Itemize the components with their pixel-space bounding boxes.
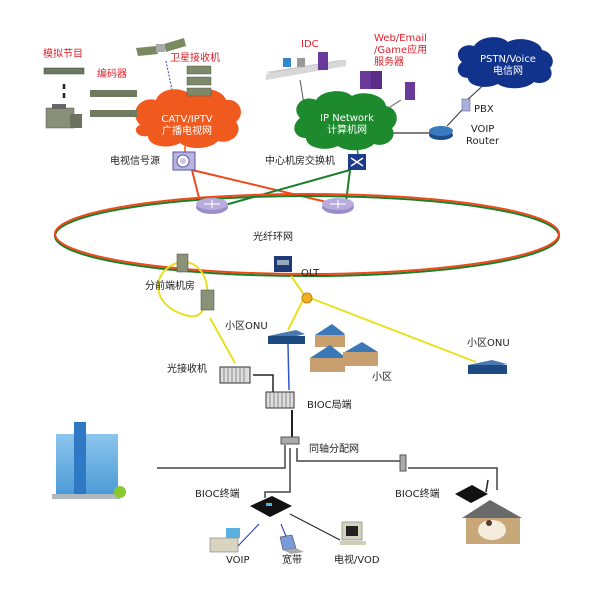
pstn-cloud xyxy=(457,37,553,89)
red-link xyxy=(191,169,201,203)
voip-router-icon xyxy=(429,126,453,140)
label-community-onu-right: 小区ONU xyxy=(467,338,510,349)
coax-tap-icon xyxy=(399,454,407,472)
label-tv-vod: 电视/VOD xyxy=(334,555,380,566)
pstn-cloud-label: PSTN/Voice 电信网 xyxy=(476,54,540,78)
label-broadband: 宽带 xyxy=(282,555,302,566)
label-olt: OLT xyxy=(301,268,320,279)
label-app-servers-line1: Web/Email xyxy=(374,33,427,44)
label-coax-network: 同轴分配网 xyxy=(309,444,359,455)
community-houses-icon xyxy=(310,324,378,372)
voip-phone-icon xyxy=(209,528,240,553)
label-bioc-terminal-right: BIOC终端 xyxy=(395,489,440,500)
laptop-icon xyxy=(279,534,304,554)
pstn-cloud-line1: PSTN/Voice xyxy=(480,54,536,65)
video-camera-icon xyxy=(45,104,82,129)
label-idc: IDC xyxy=(301,39,319,50)
tv-signal-source-icon xyxy=(172,151,196,171)
community-onu-left-icon xyxy=(268,330,305,344)
green-link xyxy=(224,169,351,206)
fiber-ring-green xyxy=(54,195,560,277)
terminal-voip-link xyxy=(237,523,260,547)
label-community: 小区 xyxy=(372,372,392,383)
label-app-servers-line3: 服务器 xyxy=(374,57,404,68)
sub-headend-server-icon xyxy=(176,253,189,273)
satellite-signal-link xyxy=(165,60,173,91)
central-switch-icon xyxy=(348,154,366,170)
label-app-servers-line2: /Game应用 xyxy=(374,45,428,56)
splitter-onu-right-link xyxy=(304,295,477,363)
onu-bioc-link xyxy=(287,343,290,391)
red-link xyxy=(191,169,336,205)
bioc-terminal-left-icon xyxy=(250,496,292,517)
label-encoder: 编码器 xyxy=(97,69,127,80)
ip-cloud-line2: 计算机网 xyxy=(327,125,367,136)
label-tv-signal-source: 电视信号源 xyxy=(110,156,160,167)
optical-receiver-icon xyxy=(219,366,251,384)
label-voip: VOIP xyxy=(226,555,250,566)
label-pbx: PBX xyxy=(474,104,494,115)
coax-right-link xyxy=(296,448,402,462)
ip-cloud-label: IP Network 计算机网 xyxy=(315,113,379,137)
label-bioc-terminal-left: BIOC终端 xyxy=(195,489,240,500)
coax-terminal-link xyxy=(264,448,291,498)
label-analog-program: 模拟节目 xyxy=(43,49,83,60)
label-optical-receiver: 光接收机 xyxy=(167,364,207,375)
terminal-tv-link xyxy=(289,513,341,541)
fiber-to-optical-receiver xyxy=(209,317,236,364)
office-building-icon xyxy=(52,422,126,499)
label-fiber-ring: 光纤环网 xyxy=(253,232,293,243)
coax-splitter-icon xyxy=(280,436,300,445)
optical-splitter-icon xyxy=(301,292,313,304)
label-bioc-headend: BIOC局端 xyxy=(307,400,352,411)
coax-building-link xyxy=(157,445,286,469)
idc-icon xyxy=(266,52,348,80)
label-satellite-receiver: 卫星接收机 xyxy=(170,53,220,64)
ring-router-right-icon xyxy=(322,198,354,214)
label-voip-router: VOIP Router xyxy=(466,124,499,148)
sub-headend-server-icon xyxy=(200,289,215,311)
label-sub-headend: 分前端机房 xyxy=(145,281,195,292)
label-app-servers: Web/Email /Game应用 服务器 xyxy=(374,33,427,69)
tv-monitor-icon xyxy=(340,521,366,545)
ring-router-left-icon xyxy=(196,198,228,214)
satellite-icon xyxy=(136,38,186,56)
label-voip-router-line2: Router xyxy=(466,136,500,147)
pstn-cloud-line2: 电信网 xyxy=(493,66,523,77)
bioc-terminal-right-icon xyxy=(455,479,489,503)
coax-house-link xyxy=(408,467,498,490)
satellite-receiver-icon xyxy=(186,65,212,97)
catv-cloud-line2: 广播电视网 xyxy=(162,126,212,137)
community-onu-right-icon xyxy=(468,360,507,374)
olt-splitter-link xyxy=(290,275,306,297)
ip-network-cloud xyxy=(294,91,397,151)
ip-cloud-line1: IP Network xyxy=(320,113,374,124)
label-central-switch: 中心机房交换机 xyxy=(265,156,335,167)
bioc-headend-icon xyxy=(265,391,295,409)
olt-icon xyxy=(274,256,292,272)
receiver-bioc-link xyxy=(253,374,274,392)
home-user-icon xyxy=(462,500,522,544)
encoder-icon xyxy=(90,90,137,117)
analog-program-device-icon xyxy=(43,67,85,75)
server-link xyxy=(389,99,402,108)
label-community-onu-left: 小区ONU xyxy=(225,321,268,332)
router-pbx-link xyxy=(446,109,463,127)
splitter-onu-left-link xyxy=(287,295,306,331)
catv-cloud-label: CATV/IPTV 广播电视网 xyxy=(155,114,219,138)
pbx-icon xyxy=(461,98,471,112)
fiber-ring-red xyxy=(54,193,560,275)
label-voip-router-line1: VOIP xyxy=(470,124,495,135)
app-server-icon xyxy=(360,71,415,100)
catv-cloud xyxy=(135,89,241,149)
catv-cloud-line1: CATV/IPTV xyxy=(161,114,213,125)
